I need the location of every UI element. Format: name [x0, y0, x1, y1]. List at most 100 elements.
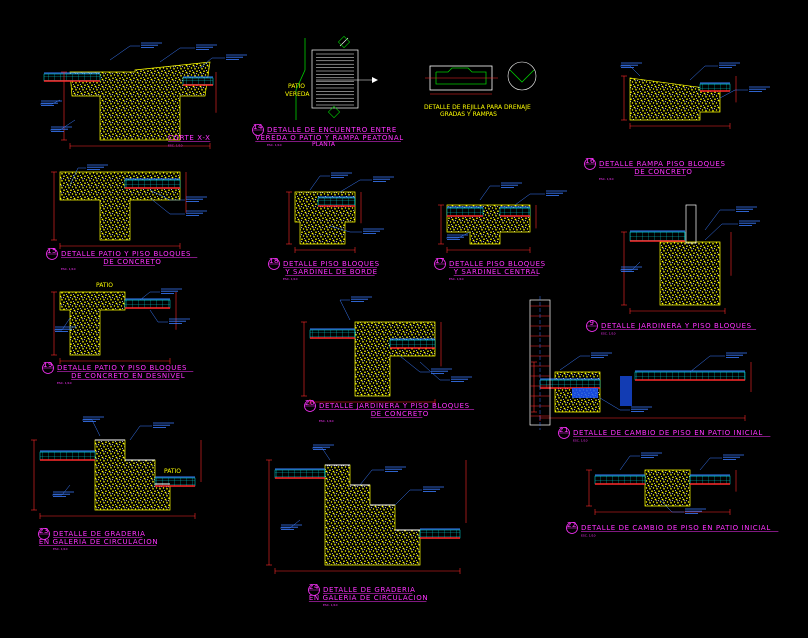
concrete-section	[354, 321, 436, 397]
leader-line	[139, 291, 160, 301]
detail-scale: ESC. 1/10	[573, 439, 588, 443]
leader-line	[159, 47, 195, 63]
leader-line	[699, 457, 722, 471]
detail-number: 9	[589, 319, 594, 327]
plan-label-patio: PATIO	[288, 83, 305, 90]
leader-line	[620, 65, 641, 77]
leader-line	[619, 455, 640, 471]
section-detail	[438, 182, 567, 253]
section-detail	[31, 416, 202, 519]
detail-title-line1: DETALLE PISO BLOQUES	[449, 260, 546, 268]
leader-line	[149, 197, 185, 215]
concrete-section	[644, 469, 691, 507]
detail-scale: ESC. 1/10	[61, 267, 76, 271]
detail-title-line2: VEREDA O PATIO Y RAMPA PEATONAL	[255, 134, 404, 142]
paver-blocks	[699, 83, 731, 92]
detail-scale: ESC. 1/10	[449, 277, 464, 281]
detail-title-line1: DETALLE DE GRADERIA	[53, 530, 146, 538]
concrete-section	[59, 291, 126, 356]
detail-number: 22	[567, 521, 577, 529]
detail-title-line1: DETALLE PATIO Y PISO BLOQUES	[61, 250, 191, 258]
leader-line	[559, 355, 590, 371]
leader-line	[149, 309, 168, 323]
detail-number: 18	[269, 257, 279, 265]
leader-line	[394, 489, 422, 506]
leader-line	[82, 419, 101, 437]
detail-title-line2: DE CONCRETO	[371, 410, 429, 418]
detail-title-line2: DE CONCRETO EN DESNIVEL	[71, 372, 185, 380]
paver-blocks	[309, 329, 356, 339]
section-detail	[531, 352, 752, 421]
section-detail	[51, 288, 190, 364]
paver-blocks	[274, 469, 326, 479]
detail-scale: ESC. 1/10	[323, 603, 338, 607]
paver-blocks	[182, 77, 214, 86]
leader-line	[339, 179, 372, 193]
detail-title-line1: DETALLE DE ENCUENTRO ENTRE	[267, 126, 397, 134]
paver-blocks	[389, 339, 436, 349]
concrete-section	[659, 241, 721, 306]
detail-scale: ESC. 1/10	[601, 332, 616, 336]
detail-bubble	[507, 61, 537, 91]
patio-small-label: PATIO	[96, 282, 113, 289]
leader-line	[52, 484, 71, 496]
arrow-head	[372, 77, 378, 83]
detail-scale: ESC. 1/10	[319, 419, 334, 423]
detail-scale: ESC. 1/10	[581, 534, 596, 538]
concrete-section	[324, 464, 421, 566]
detail-number: 24	[309, 583, 319, 591]
detail-scale: ESC. 1/10	[267, 143, 282, 147]
detail-number: 17	[435, 257, 445, 265]
leader-line	[689, 355, 725, 373]
detail-title-line1: DETALLE PISO BLOQUES	[283, 260, 380, 268]
leader-line	[659, 499, 684, 513]
leader-line	[419, 361, 450, 381]
paver-blocks	[39, 451, 96, 461]
patio-small-label: PATIO	[164, 468, 181, 475]
plan-label-vereda: VEREDA	[285, 91, 310, 98]
grate-subtitle: GRADAS Y RAMPAS	[440, 111, 497, 118]
leader-line	[479, 185, 500, 201]
grate-section-v	[509, 69, 535, 83]
detail-title-line1: DETALLE RAMPA PISO BLOQUES	[599, 160, 726, 168]
concrete-section	[94, 439, 171, 511]
plan-outline	[295, 38, 306, 120]
paver-blocks	[124, 179, 181, 189]
detail-scale: ESC. 1/10	[283, 277, 298, 281]
leader-line	[719, 89, 748, 99]
detail-scale: ESC. 1/10	[168, 144, 183, 148]
paver-blocks	[629, 231, 686, 242]
detail-title-line2: Y SARDINEL CENTRAL	[453, 268, 541, 276]
detail-title-line2: Y SARDINEL DE BORDE	[284, 268, 377, 276]
detail-title-line2: DE CONCRETO	[103, 258, 161, 266]
drain-channel	[620, 376, 632, 406]
paver-blocks	[43, 73, 101, 82]
drawing-geometry	[31, 42, 770, 574]
paver-blocks	[317, 197, 356, 207]
leader-line	[129, 425, 152, 441]
drain-channel	[572, 388, 598, 398]
detail-number: 16	[585, 157, 595, 165]
concrete-section	[69, 61, 211, 141]
section-detail	[620, 206, 760, 314]
leader-line	[514, 193, 545, 206]
section-detail	[301, 296, 472, 405]
section-diamond	[327, 105, 341, 119]
leader-line	[69, 167, 86, 186]
leader-line	[689, 65, 718, 81]
detail-number: 20	[305, 399, 315, 407]
leader-line	[149, 189, 185, 201]
leader-line	[280, 519, 301, 529]
paver-blocks	[419, 529, 461, 539]
paver-blocks	[124, 299, 171, 309]
